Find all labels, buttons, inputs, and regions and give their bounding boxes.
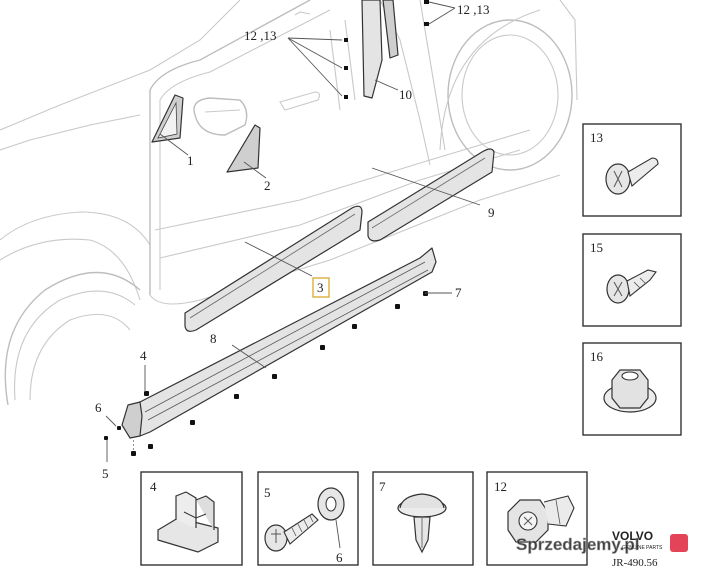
- clip-icon: [423, 291, 428, 296]
- callout-9: 9: [488, 205, 495, 220]
- leader-lines: [105, 1, 481, 462]
- clip-icon: [104, 436, 108, 440]
- detail-box-7: 7: [372, 471, 474, 566]
- screw-icon: [264, 513, 319, 552]
- push-rivet-icon: [397, 493, 447, 554]
- callout-4: 4: [140, 348, 147, 363]
- callout-6: 6: [95, 400, 102, 415]
- box-15-label: 15: [590, 240, 603, 255]
- box-4-label: 4: [150, 479, 157, 494]
- callout-12-13-right: 12 ,13: [457, 2, 490, 17]
- clip-icon: [131, 440, 136, 456]
- drawing-ref: JR-490.56: [612, 557, 658, 569]
- expansion-nut-icon: [507, 495, 575, 543]
- box-7-label: 7: [379, 479, 386, 494]
- clip-icon: [117, 426, 121, 430]
- detail-box-16: 16: [582, 342, 682, 436]
- pillar-fasteners: [344, 0, 429, 99]
- part-1-window-trim: [151, 94, 184, 143]
- detail-box-12: 12: [486, 471, 588, 566]
- box-13-label: 13: [590, 130, 603, 145]
- part-3-door-molding: [184, 205, 363, 332]
- watermark: Sprzedajemy.pl: [516, 534, 688, 554]
- part-2-triangle-trim: [226, 124, 261, 173]
- part-10-pillar-trim: [361, 0, 399, 99]
- detail-box-13: 13: [582, 123, 682, 217]
- callout-5: 5: [102, 466, 109, 481]
- watermark-text: Sprzedajemy.pl: [516, 535, 639, 554]
- callout-8: 8: [210, 331, 217, 346]
- brand-tagline: GENUINE PARTS: [622, 545, 663, 551]
- clip-icon: [234, 394, 239, 399]
- callout-12-13-left: 12 ,13: [244, 28, 277, 43]
- box-6-label: 6: [336, 550, 343, 565]
- detail-box-5-6: 5 6: [257, 471, 359, 566]
- clip-icon: [395, 304, 400, 309]
- brand-logo: VOLVO: [612, 529, 653, 543]
- clip-icon: [272, 374, 277, 379]
- clip-icon: [352, 324, 357, 329]
- box-16-label: 16: [590, 349, 604, 364]
- part-9-rear-molding: [367, 148, 495, 242]
- volvo-logo: VOLVO GENUINE PARTS JR-490.56: [612, 529, 663, 569]
- box-5-label: 5: [264, 485, 271, 500]
- screw-icon: [605, 157, 659, 195]
- washer-icon: [317, 487, 345, 521]
- car-outline: [0, 0, 578, 406]
- callout-1: 1: [187, 153, 194, 168]
- clip-icon: [157, 491, 219, 553]
- part-8-rocker-panel: [121, 247, 437, 439]
- callout-3-highlight: [312, 277, 330, 298]
- clip-icon: [190, 420, 195, 425]
- callout-3: 3: [317, 280, 324, 295]
- callouts: 1 2 3 4 5 6 7 8 9 10 12 ,13 12 ,13: [95, 2, 495, 481]
- detail-box-15: 15: [582, 233, 682, 327]
- clip-icon: [148, 444, 153, 449]
- detail-box-4: 4: [140, 471, 243, 566]
- screw-icon: [606, 269, 657, 304]
- flanged-nut-icon: [603, 369, 657, 413]
- clip-icon: [320, 345, 325, 350]
- clip-icon: [144, 391, 149, 396]
- box-12-label: 12: [494, 479, 507, 494]
- callout-10: 10: [399, 87, 412, 102]
- callout-2: 2: [264, 178, 271, 193]
- rocker-clips: [104, 291, 428, 456]
- watermark-badge-icon: [670, 534, 688, 552]
- callout-7: 7: [455, 285, 462, 300]
